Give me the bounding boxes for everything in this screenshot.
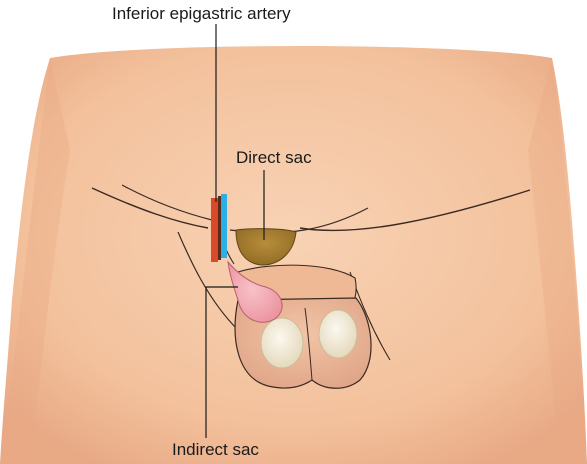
- label-direct-sac: Direct sac: [236, 148, 312, 168]
- torso: [0, 46, 587, 464]
- inferior-epigastric-vein-vessel: [221, 194, 227, 258]
- testis-right: [319, 310, 357, 358]
- vessel-dark-line: [218, 196, 221, 260]
- testis-left: [261, 318, 303, 368]
- label-indirect-sac: Indirect sac: [172, 440, 259, 460]
- label-inferior-epigastric-artery: Inferior epigastric artery: [112, 4, 291, 24]
- inferior-epigastric-artery-vessel: [211, 198, 218, 262]
